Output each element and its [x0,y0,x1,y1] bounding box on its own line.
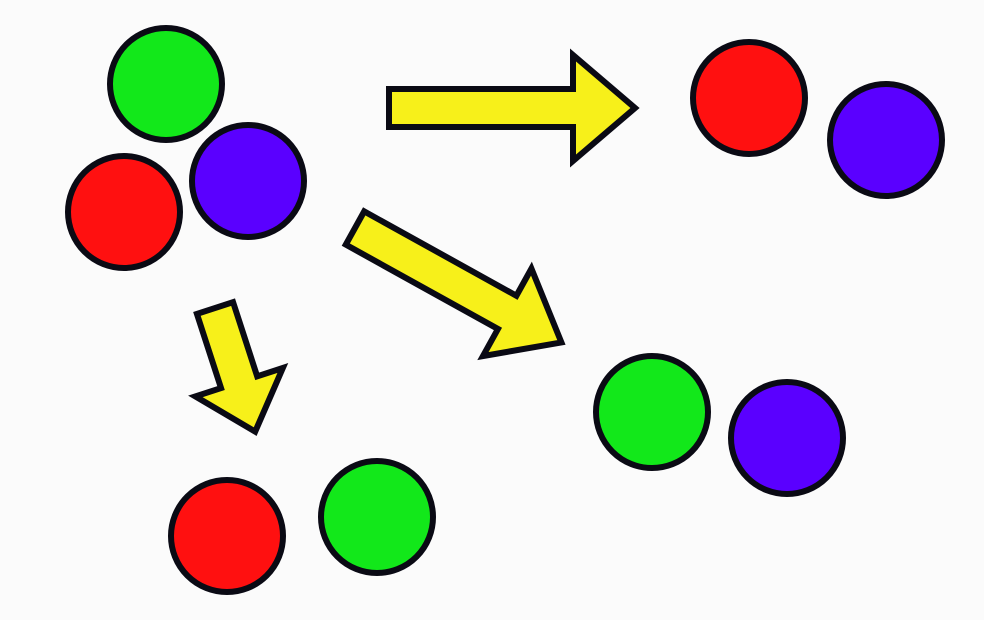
source-ball-green [107,25,225,143]
result-down-ball-red [168,477,286,595]
result-down-right-ball-green [593,353,711,471]
result-down-ball-green [318,458,436,576]
arrow-right [386,48,640,168]
source-ball-blue [189,122,307,240]
arrow-down [188,298,289,436]
result-down-right-ball-blue [728,379,846,497]
result-right-ball-red [690,39,808,157]
source-ball-red [65,153,183,271]
result-right-ball-blue [827,81,945,199]
arrow-down-right [341,207,566,361]
